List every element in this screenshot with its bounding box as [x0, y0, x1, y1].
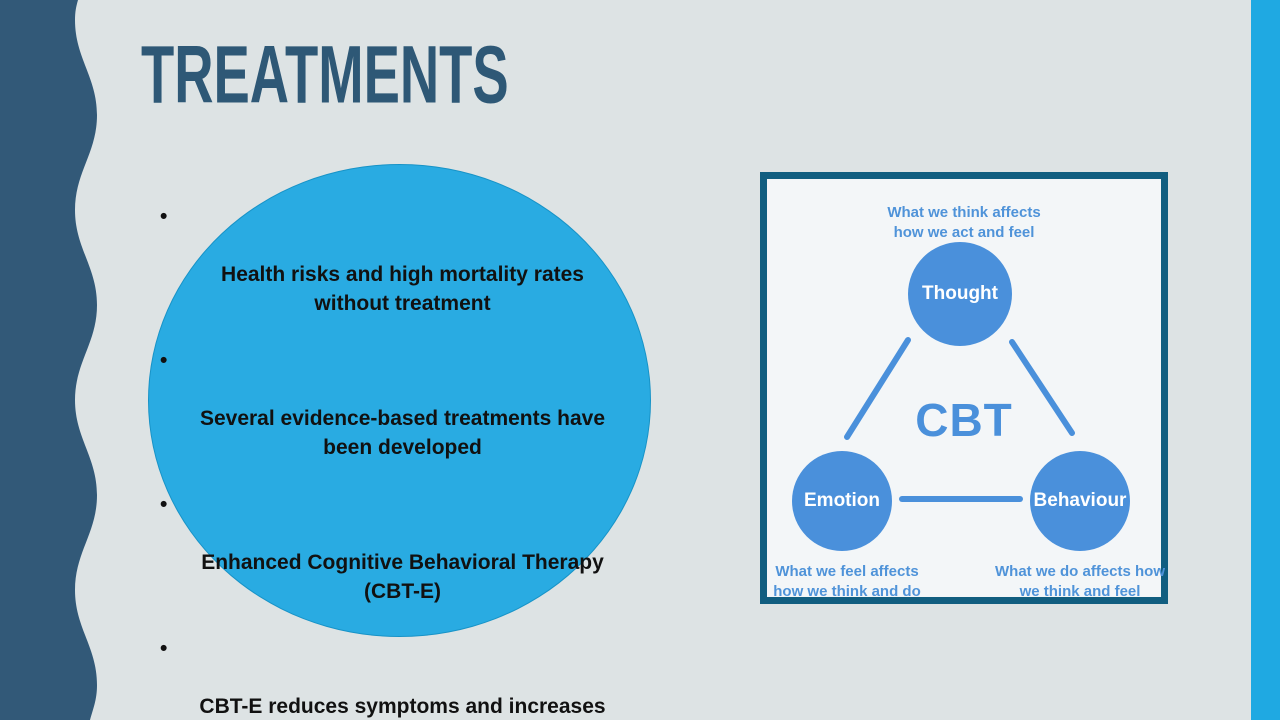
node-thought-label: Thought	[922, 283, 998, 304]
bullet-text: Several evidence-based treatments have b…	[199, 407, 606, 459]
bullet-dot-icon: •	[160, 349, 168, 372]
list-item: • Enhanced Cognitive Behavioral Therapy …	[150, 490, 655, 606]
node-emotion: Emotion	[792, 451, 892, 551]
caption-behaviour: What we do affects how we think and feel	[995, 563, 1166, 600]
bullet-text: Enhanced Cognitive Behavioral Therapy (C…	[201, 551, 604, 603]
caption-thought: What we think affects how we act and fee…	[887, 204, 1041, 241]
bullet-ellipse-shape	[148, 164, 651, 637]
cbt-center-label: CBT	[915, 394, 1013, 446]
list-item: • CBT-E reduces symptoms and increases w…	[150, 634, 655, 720]
list-item: • Health risks and high mortality rates …	[150, 202, 655, 318]
node-emotion-label: Emotion	[804, 490, 880, 511]
cbt-diagram-panel: What we think affects how we act and fee…	[760, 172, 1168, 604]
right-accent-stripe	[1251, 0, 1280, 720]
node-thought: Thought	[908, 242, 1012, 346]
bullet-dot-icon: •	[160, 637, 168, 660]
bullet-text: CBT-E reduces symptoms and increases wei…	[199, 695, 606, 718]
page-title: TREATMENTS	[141, 29, 509, 120]
node-behaviour-label: Behaviour	[1033, 490, 1127, 511]
list-item: • Several evidence-based treatments have…	[150, 346, 655, 462]
bullet-dot-icon: •	[160, 493, 168, 516]
bullet-text: Health risks and high mortality rates wi…	[221, 263, 584, 315]
node-behaviour: Behaviour	[1030, 451, 1130, 551]
bullet-dot-icon: •	[160, 205, 168, 228]
bullet-list: • Health risks and high mortality rates …	[150, 202, 655, 720]
caption-emotion: What we feel affects how we think and do	[773, 563, 921, 600]
connector-lines	[844, 337, 1075, 502]
wave-band-decoration	[0, 0, 97, 720]
